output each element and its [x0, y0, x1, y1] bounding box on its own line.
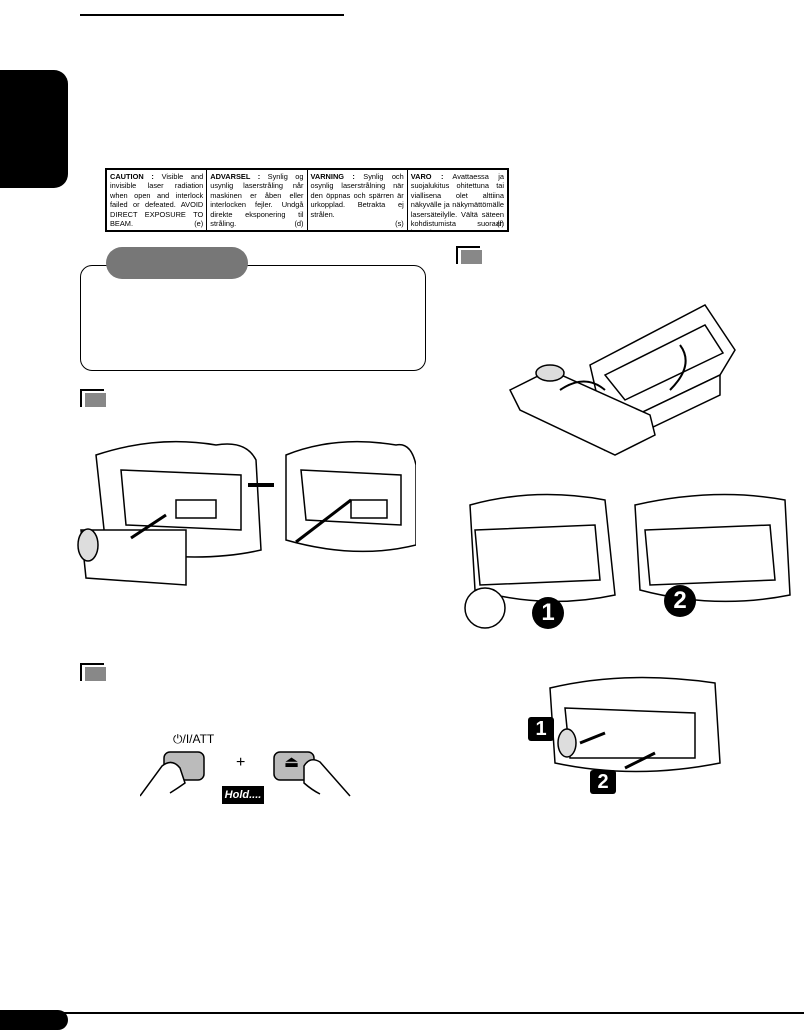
top-rule — [80, 14, 344, 16]
power-button — [140, 751, 205, 797]
bottom-rule — [0, 1012, 804, 1014]
notice-pill — [106, 247, 248, 279]
caution-code: (s) — [395, 218, 404, 228]
caution-sv: VARNING : Synlig och osynlig laserstråln… — [308, 170, 408, 230]
notice-box — [80, 265, 426, 371]
caution-text: Visible and invisible laser radiation wh… — [110, 172, 204, 229]
caution-text: Synlig og usynlig laserstråling når mask… — [210, 172, 304, 229]
caution-text: Avattaessa ja suojalukitus ohitettuna ta… — [410, 172, 504, 230]
section-marker — [456, 246, 482, 264]
step-1-badge: 1 — [528, 717, 554, 741]
section-marker — [80, 663, 106, 681]
storage-case-illustration — [508, 304, 736, 456]
caution-code: (e) — [194, 218, 204, 228]
attach-panel-illustration — [464, 493, 791, 629]
power-att-label: ⏻/I/ATT — [173, 732, 215, 746]
caution-text: Synlig och osynlig laserstrålning när de… — [310, 172, 404, 219]
page-number-tab — [0, 1010, 68, 1030]
detach-panel-illustration — [77, 440, 416, 586]
step-1-badge: 1 — [532, 597, 564, 629]
caution-da: ADVARSEL : Synlig og usynlig laserstråli… — [207, 170, 308, 230]
caution-en: CAUTION : Visible and invisible laser ra… — [107, 170, 208, 230]
eject-button — [273, 751, 351, 797]
hold-label: Hold.... — [222, 786, 264, 804]
caution-heading: VARO : — [410, 172, 444, 181]
step-2-badge: 2 — [664, 585, 696, 617]
step-2-badge: 2 — [590, 770, 616, 794]
caution-code: (f) — [497, 218, 504, 228]
caution-heading: ADVARSEL : — [210, 172, 261, 181]
laser-caution-label: CAUTION : Visible and invisible laser ra… — [105, 168, 509, 232]
plus-sign: + — [236, 754, 246, 771]
eject-icon: ⏏ — [284, 754, 300, 771]
caution-heading: CAUTION : — [110, 172, 154, 181]
caution-code: (d) — [294, 218, 304, 228]
section-marker — [80, 389, 106, 407]
caution-heading: VARNING : — [310, 172, 355, 181]
reattach-illustration — [549, 676, 721, 773]
caution-fi: VARO : Avattaessa ja suojalukitus ohitet… — [408, 170, 507, 230]
language-tab — [0, 70, 68, 188]
